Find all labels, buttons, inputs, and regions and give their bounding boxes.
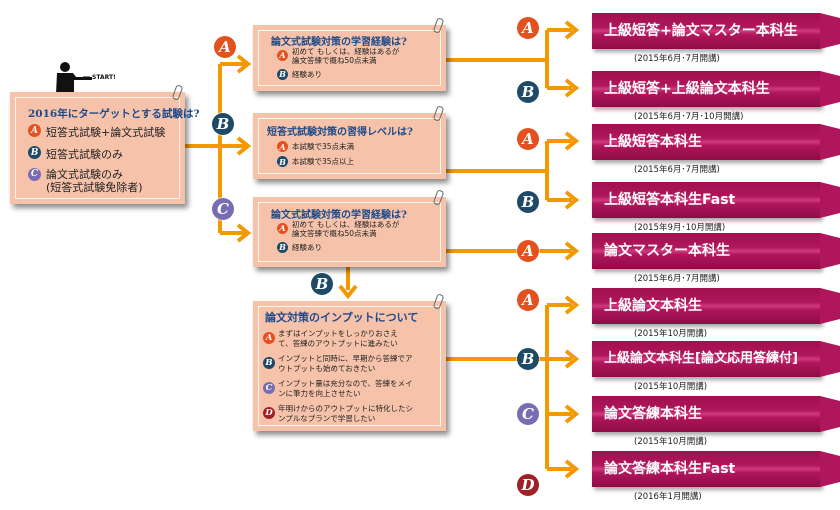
- course-3[interactable]: 上級短答本科生: [592, 124, 840, 160]
- course-9-date: (2016年1月開講): [634, 492, 702, 502]
- badge-a-icon: A: [28, 124, 41, 137]
- badge-c-icon: C: [263, 382, 275, 394]
- question-4-title: 論文対策のインプットについて: [265, 311, 419, 324]
- connector-q1-out: [446, 28, 572, 90]
- q4-option-b[interactable]: B インプットと同時に、早期から答練でア ウトプットも始めておきたい: [263, 354, 413, 374]
- course-4-badge: B: [517, 191, 539, 213]
- course-4[interactable]: 上級短答本科生Fast: [592, 182, 840, 218]
- course-6-name: 上級論文本科生: [604, 298, 702, 314]
- badge-b-icon: B: [28, 146, 41, 159]
- course-2-date: (2015年6月･7月･10月開講): [634, 112, 744, 122]
- course-7-badge: B: [517, 348, 539, 370]
- course-1-name: 上級短答+論文マスター本科生: [604, 23, 798, 39]
- course-3-name: 上級短答本科生: [604, 134, 702, 150]
- down-badge-b: B: [311, 273, 333, 295]
- course-7[interactable]: 上級論文本科生[論文応用答練付]: [592, 341, 840, 377]
- question-2-title: 短答式試験対策の習得レベルは?: [267, 127, 413, 138]
- arrowhead: [564, 190, 580, 210]
- arrowhead: [236, 54, 252, 74]
- q4-option-c[interactable]: C インプット量は充分なので、答練をメイ ンに筆力を向上させたい: [263, 379, 413, 399]
- arrowhead: [564, 78, 580, 98]
- badge-b-icon: B: [277, 242, 288, 253]
- badge-d-icon: D: [263, 407, 275, 419]
- course-3-badge: A: [517, 128, 539, 150]
- question-box-2: 短答式試験対策の習得レベルは? A 本試験で35点未満 B 本試験で35点以上: [253, 105, 446, 179]
- connector-q2-out: [446, 139, 572, 202]
- course-8[interactable]: 論文答練本科生: [592, 396, 840, 432]
- course-6-badge: A: [517, 289, 539, 311]
- badge-a-icon: A: [277, 223, 288, 234]
- course-9-badge: D: [517, 474, 539, 496]
- connector-q4-out: [446, 303, 572, 471]
- q4-option-d[interactable]: D 年明けからのアウトプットに特化したシ ンプルなプランで学習したい: [263, 404, 413, 424]
- question-1-title: 論文式試験対策の学習経験は?: [271, 37, 407, 48]
- course-5-date: (2015年6月･7月開講): [634, 274, 720, 284]
- q3-option-b[interactable]: B 経験あり: [277, 242, 399, 253]
- course-2[interactable]: 上級短答+上級論文本科生: [592, 71, 840, 107]
- arrowhead: [564, 459, 580, 479]
- branch-badge-a: A: [214, 36, 236, 58]
- arrowhead-down: [338, 284, 358, 300]
- arrowhead: [564, 241, 580, 261]
- course-7-date: (2015年10月開講): [634, 382, 708, 392]
- course-8-name: 論文答練本科生: [604, 406, 702, 422]
- start-option-b[interactable]: B 短答式試験のみ: [28, 146, 165, 162]
- arrowhead: [236, 223, 252, 243]
- q2-option-b[interactable]: B 本試験で35点以上: [277, 156, 354, 167]
- course-4-date: (2015年9月･10月開講): [634, 223, 726, 233]
- person-icon: [56, 62, 92, 94]
- badge-b-icon: B: [277, 156, 288, 167]
- course-1-badge: A: [517, 17, 539, 39]
- arrowhead: [564, 349, 580, 369]
- course-1[interactable]: 上級短答+論文マスター本科生: [592, 13, 840, 49]
- q3-option-a[interactable]: A 初めて もしくは、経験はあるが 論文答練で概ね50点未満: [277, 220, 399, 238]
- q2-option-a[interactable]: A 本試験で35点未満: [277, 141, 354, 152]
- start-label: START!: [92, 74, 116, 81]
- question-3-title: 論文式試験対策の学習経験は?: [271, 210, 407, 221]
- course-2-badge: B: [517, 81, 539, 103]
- arrowhead: [564, 20, 580, 40]
- arrowhead: [564, 131, 580, 151]
- question-box-3: 論文式試験対策の学習経験は? A 初めて もしくは、経験はあるが 論文答練で概ね…: [253, 189, 446, 267]
- course-8-badge: C: [517, 403, 539, 425]
- course-9[interactable]: 論文答練本科生Fast: [592, 451, 840, 487]
- q1-option-a[interactable]: A 初めて もしくは、経験はあるが 論文答練で概ね50点未満: [277, 47, 399, 65]
- branch-badge-b: B: [212, 113, 234, 135]
- start-option-c[interactable]: C 論文式試験のみ (短答式試験免除者): [28, 168, 165, 194]
- course-5-badge: A: [517, 240, 539, 262]
- start-question-title: 2016年にターゲットとする試験は?: [28, 108, 200, 120]
- start-option-a[interactable]: A 短答式試験+論文式試験: [28, 124, 165, 140]
- q1-option-b[interactable]: B 経験あり: [277, 69, 399, 80]
- start-question-box: 2016年にターゲットとする試験は? A 短答式試験+論文式試験 B 短答式試験…: [10, 84, 200, 204]
- course-1-date: (2015年6月･7月開講): [634, 54, 720, 64]
- badge-a-icon: A: [277, 50, 288, 61]
- course-4-name: 上級短答本科生Fast: [604, 192, 736, 208]
- course-9-name: 論文答練本科生Fast: [604, 461, 736, 477]
- arrowhead: [564, 404, 580, 424]
- badge-b-icon: B: [263, 357, 275, 369]
- course-5-name: 論文マスター本科生: [604, 243, 730, 259]
- q4-option-a[interactable]: A まずはインプットをしっかりおさえ て、答練のアウトプットに進みたい: [263, 329, 413, 349]
- badge-a-icon: A: [277, 141, 288, 152]
- course-6-date: (2015年10月開講): [634, 329, 708, 339]
- course-7-name: 上級論文本科生[論文応用答練付]: [604, 351, 798, 366]
- arrowhead: [236, 136, 252, 156]
- course-3-date: (2015年6月･7月開講): [634, 165, 720, 175]
- badge-c-icon: C: [28, 168, 41, 181]
- course-5[interactable]: 論文マスター本科生: [592, 233, 840, 269]
- branch-badge-c: C: [212, 198, 234, 220]
- badge-b-icon: B: [277, 69, 288, 80]
- course-6[interactable]: 上級論文本科生: [592, 288, 840, 324]
- course-8-date: (2015年10月開講): [634, 437, 708, 447]
- question-box-1: 論文式試験対策の学習経験は? A 初めて もしくは、経験はあるが 論文答練で概ね…: [253, 17, 446, 91]
- arrowhead: [564, 295, 580, 315]
- badge-a-icon: A: [263, 332, 275, 344]
- course-2-name: 上級短答+上級論文本科生: [604, 81, 770, 97]
- question-box-4: 論文対策のインプットについて A まずはインプットをしっかりおさえ て、答練のア…: [253, 293, 446, 431]
